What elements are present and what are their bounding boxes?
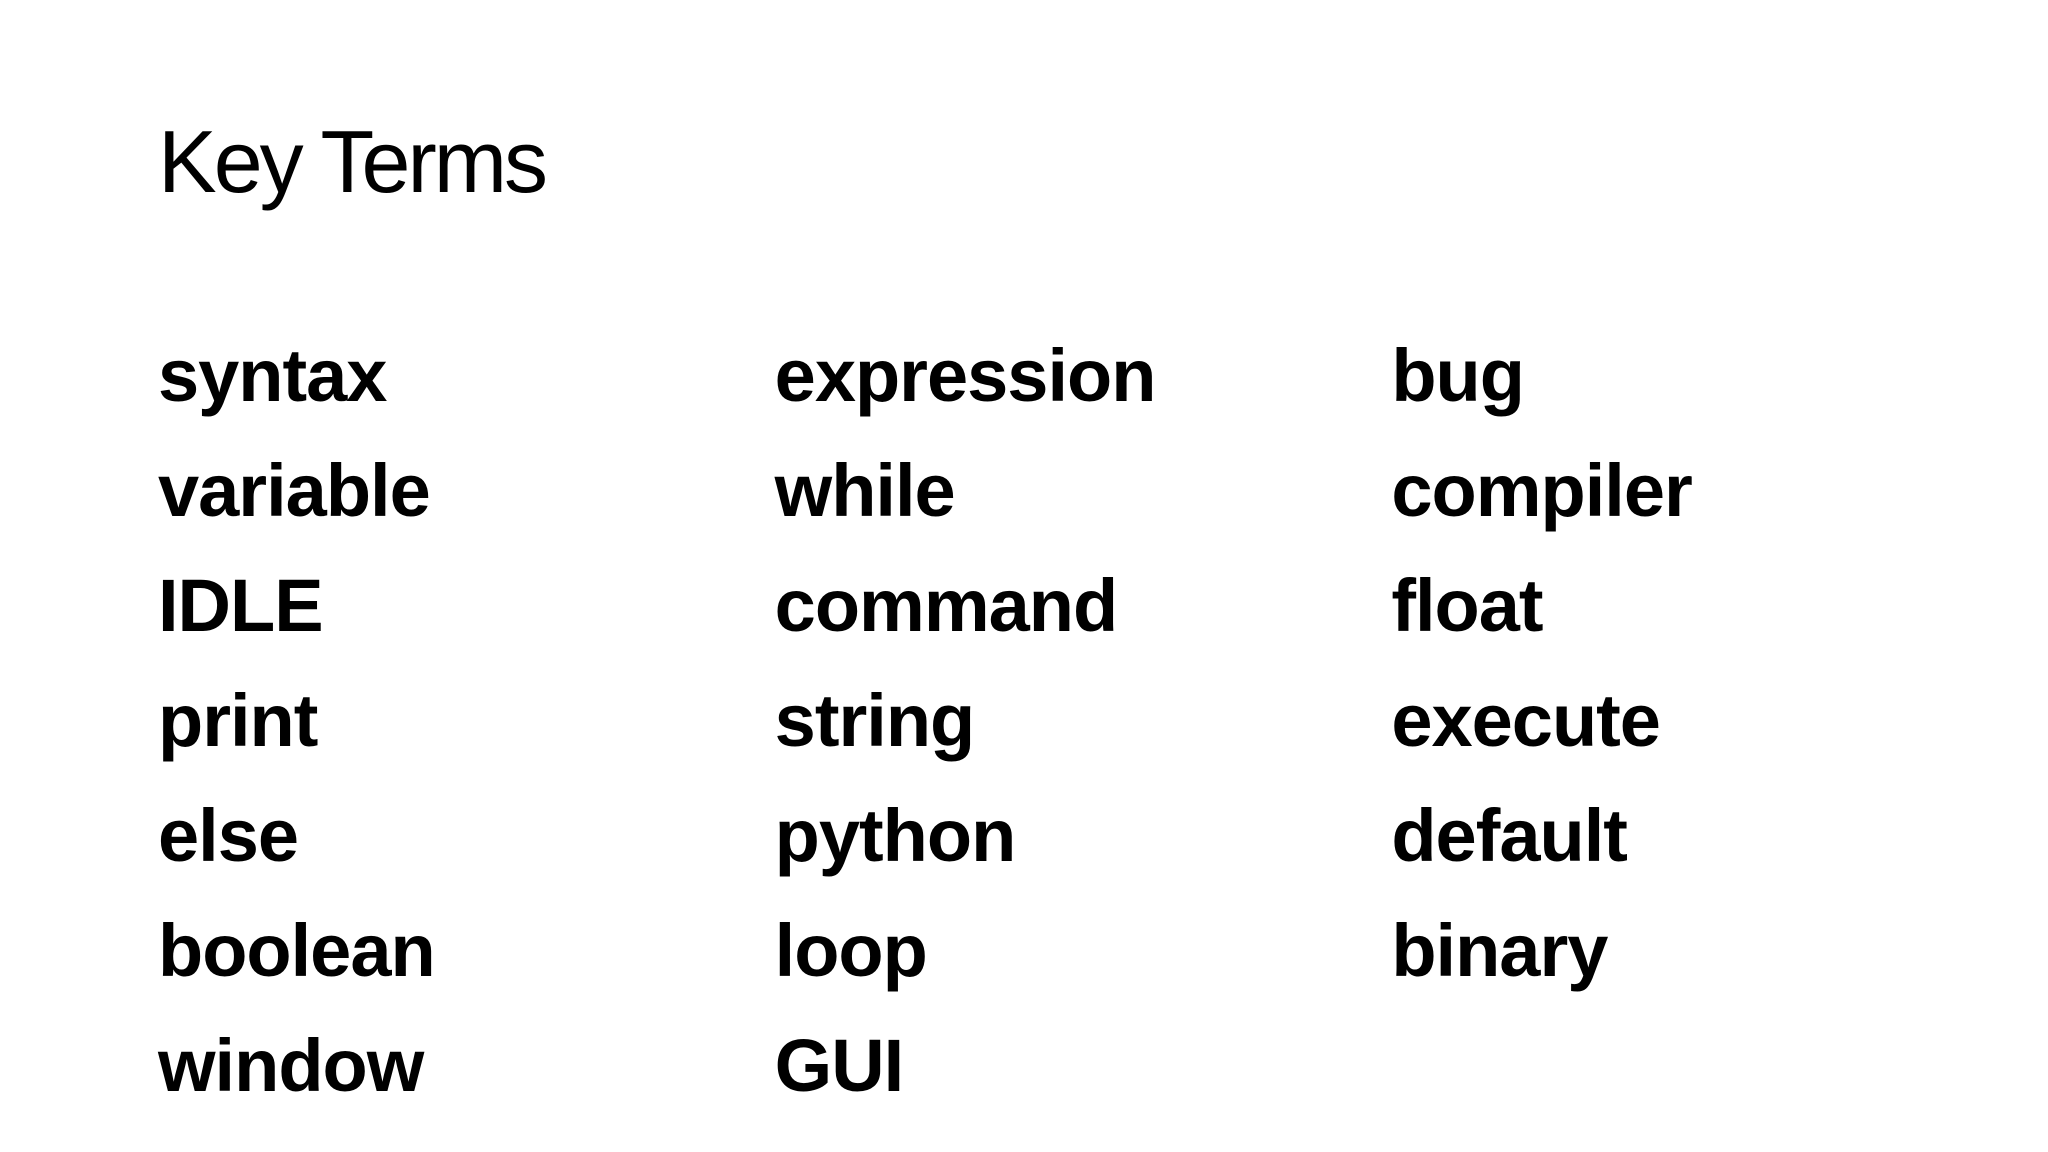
terms-column-3: bug compiler float execute default binar… [1391, 318, 2008, 1123]
term-item: print [158, 679, 318, 762]
term-item: while [774, 449, 956, 532]
term-item: GUI [774, 1024, 905, 1107]
term-item: python [774, 794, 1017, 877]
term-item: bug [1391, 334, 1525, 417]
term-item: window [158, 1024, 424, 1107]
term-item: loop [774, 909, 928, 992]
slide-title: Key Terms [158, 112, 548, 211]
term-item: variable [158, 449, 431, 532]
term-item: compiler [1391, 449, 1692, 532]
term-item: IDLE [158, 564, 324, 647]
terms-column-1: syntax variable IDLE print else boolean … [158, 318, 775, 1123]
term-item: else [158, 794, 299, 877]
term-item: string [774, 679, 976, 762]
term-item: expression [774, 334, 1157, 417]
key-terms-list: syntax variable IDLE print else boolean … [158, 318, 2008, 1123]
term-item: execute [1391, 679, 1661, 762]
term-item: float [1391, 564, 1543, 647]
term-item: binary [1391, 909, 1608, 992]
term-item: syntax [158, 334, 387, 417]
terms-column-2: expression while command string python l… [775, 318, 1392, 1123]
term-item: command [774, 564, 1119, 647]
term-item: boolean [158, 909, 436, 992]
term-item: default [1391, 794, 1628, 877]
